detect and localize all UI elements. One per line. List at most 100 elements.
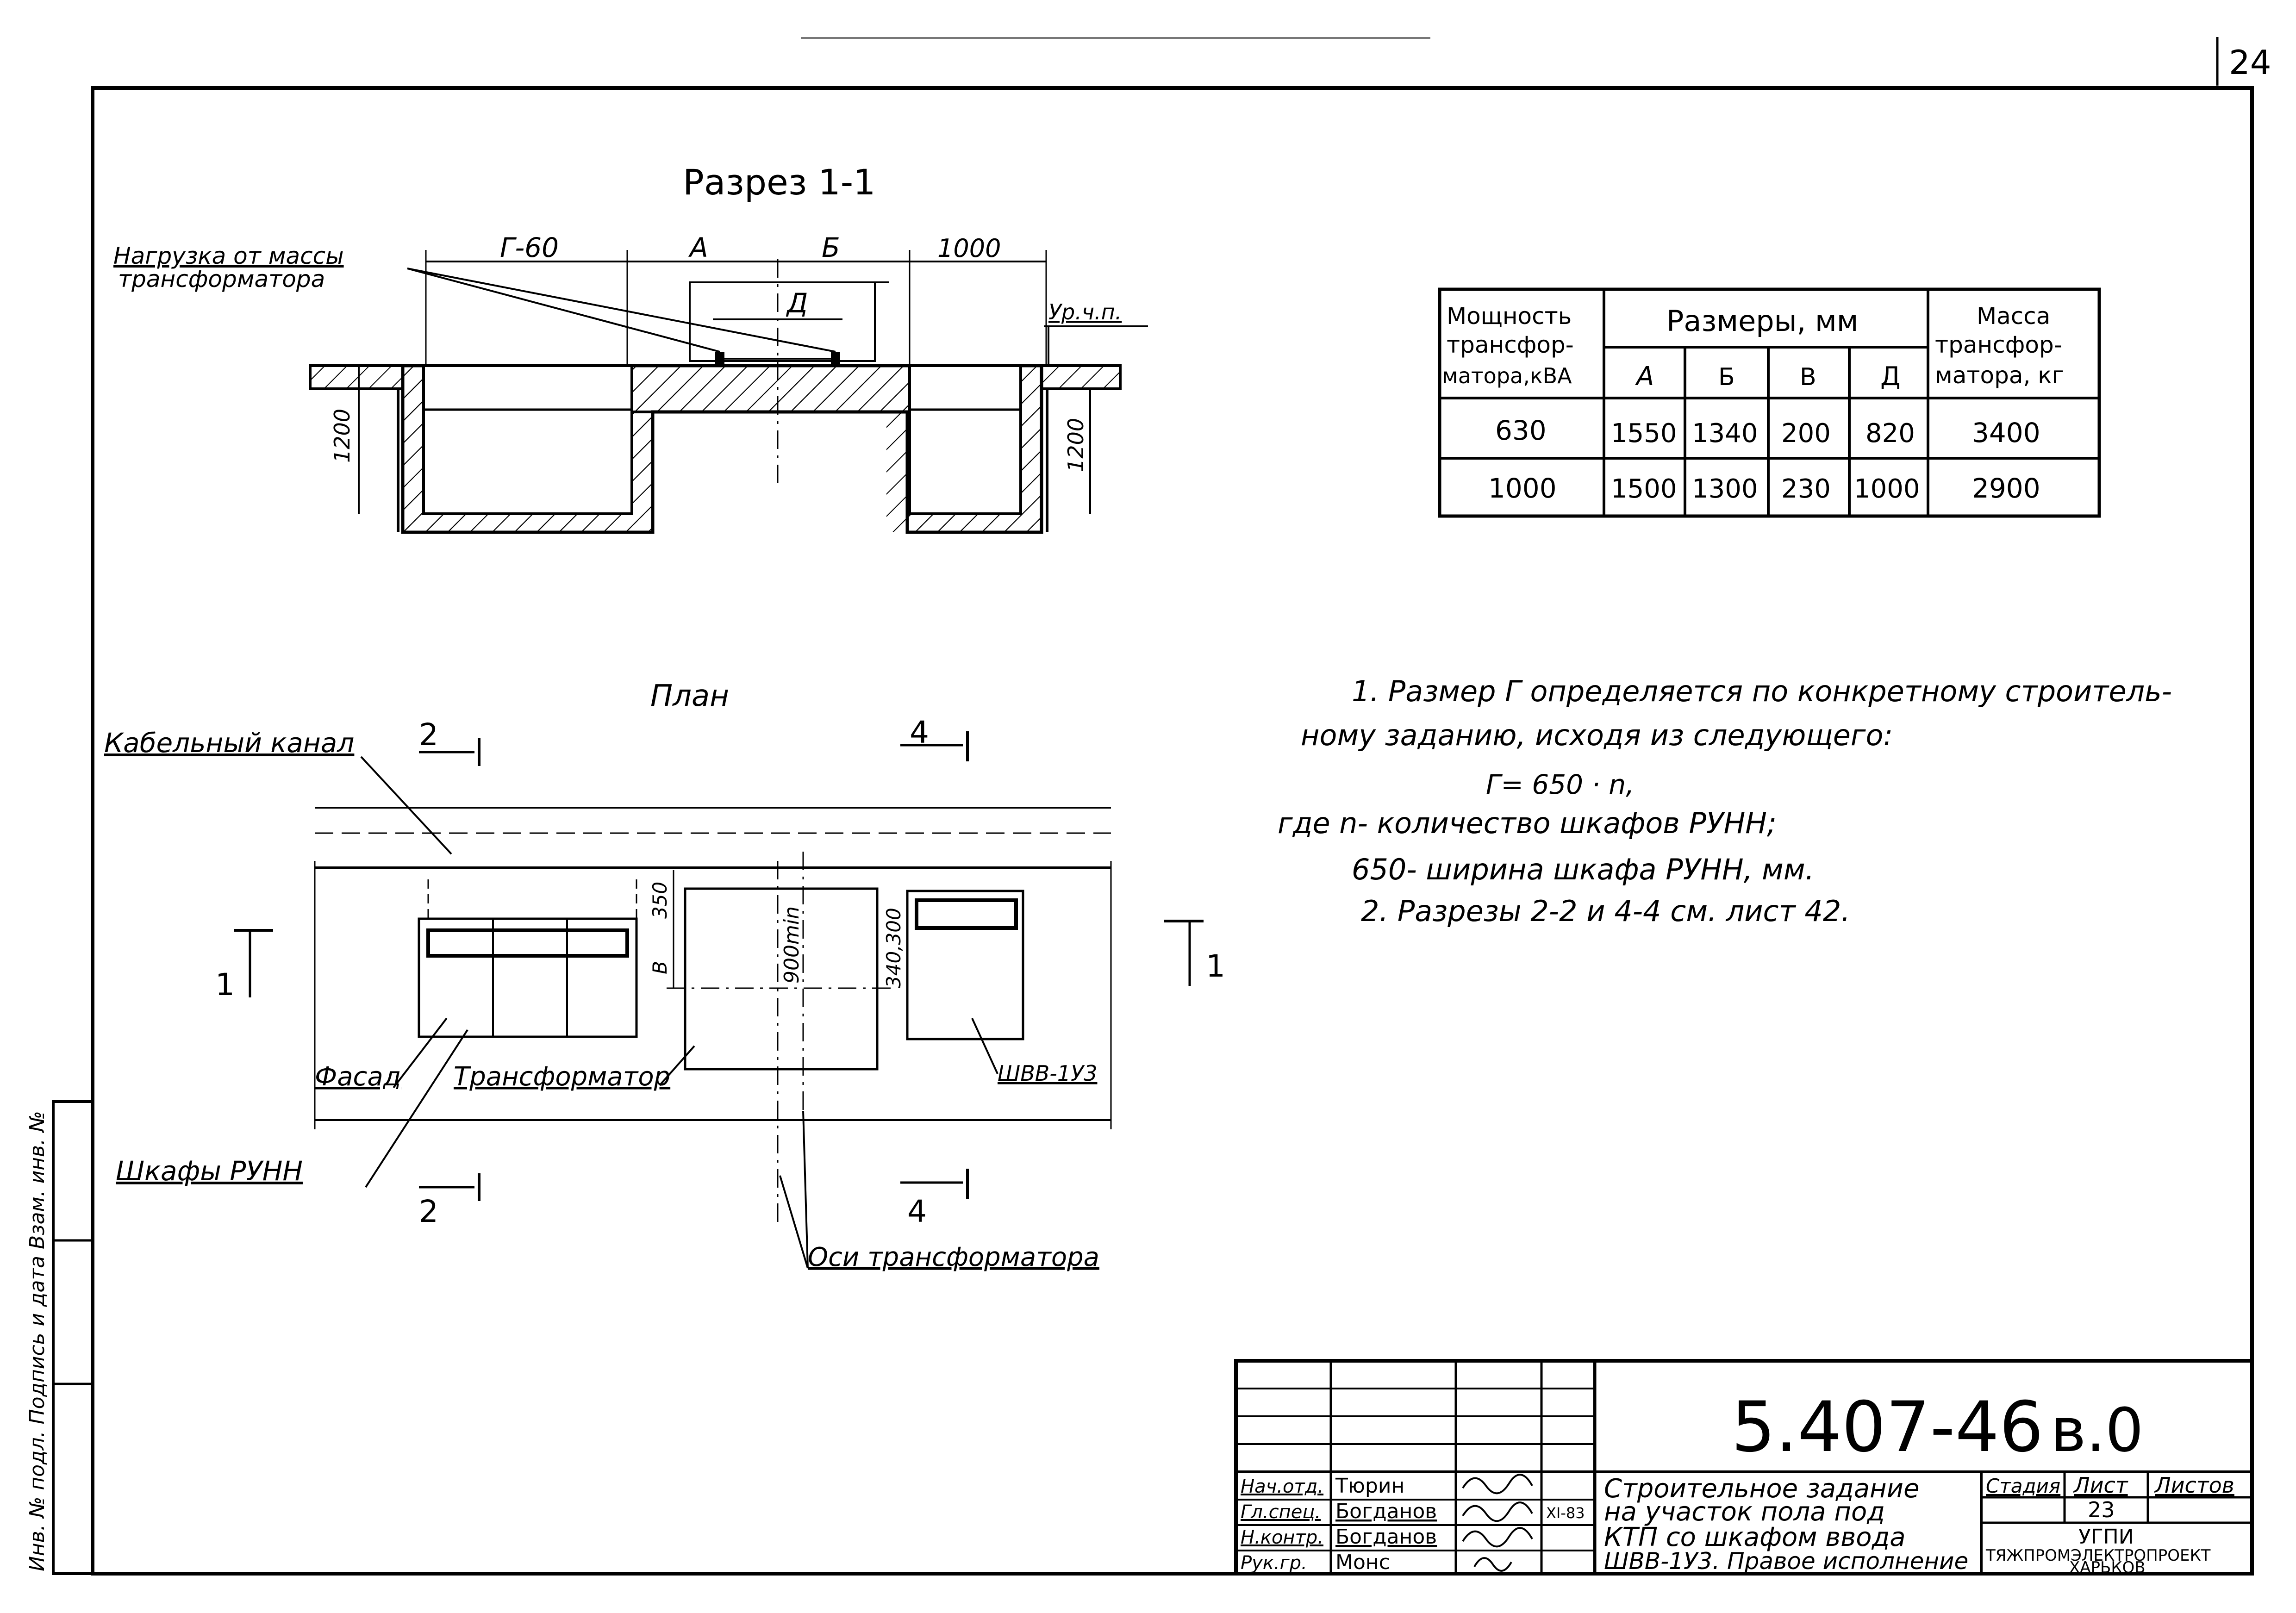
desc-line3: КТП со шкафом ввода [1604, 1522, 1906, 1552]
staff-name-2: Богданов [1335, 1500, 1437, 1523]
note-formula: Г= 650 · n, [1486, 769, 1635, 800]
desc-line2: на участок пола под [1604, 1497, 1885, 1527]
dim-1200-right: 1200 [1063, 418, 1088, 472]
staff-name-3: Богданов [1335, 1525, 1437, 1549]
dim-a: А [688, 232, 708, 263]
row2-d: 1000 [1854, 474, 1920, 504]
transformer-plan [684, 887, 879, 1071]
desc-line1: Строительное задание [1604, 1474, 1920, 1504]
dim-d: Д [786, 287, 808, 319]
signature-4 [1473, 1557, 1512, 1572]
right-ground [1040, 364, 1122, 390]
shvv-cabinet [906, 890, 1024, 1040]
col-d: Д [1880, 361, 1901, 392]
dim-b: Б [822, 232, 840, 263]
row2-v: 230 [1781, 474, 1831, 504]
sheet-value: 23 [2088, 1497, 2115, 1522]
cable-channel-label: Кабельный канал [104, 727, 354, 759]
section-title: Разрез 1-1 [683, 162, 876, 203]
row2-power: 1000 [1488, 473, 1557, 504]
dim-1200-left: 1200 [330, 409, 355, 463]
transformer-label: Трансформатор [454, 1062, 670, 1092]
col-v: В [1800, 363, 1816, 391]
left-ground [309, 364, 404, 390]
plan-title: План [650, 679, 729, 713]
signature-3 [1462, 1527, 1533, 1548]
note-line1a: 1. Размер Г определяется по конкретному … [1352, 674, 2172, 708]
note-where: где n- количество шкафов РУНН; [1278, 806, 1777, 840]
header-power-3: матора,кВА [1442, 363, 1572, 388]
cut2-bottom: 2 [419, 1194, 438, 1229]
load-label-line1: Нагрузка от массы [113, 243, 344, 269]
header-dims: Размеры, мм [1666, 304, 1859, 338]
dim-v: В [649, 961, 671, 974]
dim-350: 350 [649, 882, 671, 919]
desc-line4: ШВВ-1У3. Правое исполнение [1604, 1548, 1968, 1575]
org-line1: УГПИ [2078, 1525, 2134, 1549]
dim-900min: 900min [780, 906, 804, 984]
cabinets-runn-label: Шкафы РУНН [116, 1155, 303, 1187]
note-width: 650- ширина шкафа РУНН, мм. [1352, 853, 1814, 886]
middle-slab [630, 364, 911, 413]
note-line1b: ному заданию, исходя из следующего: [1301, 718, 1893, 752]
axes-label: Оси трансформатора [808, 1242, 1099, 1272]
header-mass-3: матора, кг [1935, 362, 2064, 389]
doc-code: 5.407-46 [1731, 1387, 2043, 1468]
row1-a: 1550 [1611, 418, 1677, 448]
cut1-left: 1 [215, 967, 235, 1003]
row1-v: 200 [1781, 418, 1831, 448]
header-power-1: Мощность [1447, 303, 1572, 330]
cut4-bottom: 4 [907, 1194, 927, 1229]
doc-issue: в.0 [2051, 1395, 2144, 1465]
signature-2 [1462, 1501, 1533, 1522]
org-line2: ТЯЖПРОМЭЛЕКТРОПРОЕКТ [1985, 1546, 2211, 1565]
right-pit [908, 364, 1022, 515]
table-row: 1000 1500 1300 230 1000 2900 [1488, 473, 2040, 504]
signature-1 [1462, 1474, 1533, 1495]
left-pit [422, 364, 633, 515]
header-mass-1: Масса [1977, 303, 2050, 330]
section-1-1: Разрез 1-1 Г-60 А [113, 162, 1148, 534]
header-power-2: трансфор- [1447, 331, 1574, 358]
row2-b: 1300 [1692, 474, 1758, 504]
dim-1000: 1000 [937, 234, 1001, 263]
header-mass-2: трансфор- [1935, 331, 2062, 358]
dimensions-table: Мощность трансфор- матора,кВА Размеры, м… [1438, 287, 2101, 518]
col-b: Б [1718, 363, 1735, 391]
cut2-top: 2 [419, 717, 438, 753]
sheet-label: Лист [2073, 1473, 2128, 1498]
row2-a: 1500 [1611, 474, 1677, 504]
row1-mass: 3400 [1972, 417, 2040, 448]
sheets-label: Листов [2154, 1473, 2234, 1498]
sheet-number-box: 24 [2216, 37, 2271, 86]
cut1-right: 1 [1206, 948, 1225, 984]
title-block: 5.407-46 в.0 Строительное задание на уча… [1234, 1359, 2254, 1577]
staff-role-4: Рук.гр. [1241, 1552, 1307, 1574]
row1-b: 1340 [1692, 418, 1758, 448]
transformer-section [689, 281, 876, 362]
notes: 1. Размер Г определяется по конкретному … [1278, 674, 2172, 928]
plan-view: План Кабельный канал 900min 350 В 340,30… [104, 679, 1225, 1272]
row2-mass: 2900 [1972, 473, 2040, 504]
staff-role-1: Нач.отд. [1241, 1476, 1323, 1497]
load-label-line2: трансформатора [118, 266, 325, 293]
staff-role-2: Гл.спец. [1241, 1501, 1321, 1523]
staff-name-4: Монс [1335, 1551, 1390, 1574]
staff-name-1: Тюрин [1335, 1474, 1404, 1498]
runn-cabinets [418, 917, 638, 1038]
dim-g60: Г-60 [500, 232, 559, 263]
staff-role-3: Н.контр. [1241, 1527, 1323, 1548]
table-row: 630 1550 1340 200 820 3400 [1495, 415, 2040, 448]
floor-level-label: Ур.ч.п. [1048, 299, 1122, 324]
note-line2: 2. Разрезы 2-2 и 4-4 см. лист 42. [1361, 894, 1850, 928]
dim-340-300: 340,300 [882, 908, 905, 988]
side-stamp-text: Инв. № подл. Подпись и дата Взам. инв. № [25, 1111, 49, 1571]
facade-label: Фасад [315, 1062, 401, 1092]
org-line3: ХАРЬКОВ [2069, 1558, 2146, 1577]
col-a: А [1635, 361, 1654, 392]
sign-date: XI-83 [1546, 1504, 1585, 1522]
sheet-number: 24 [2229, 43, 2271, 82]
drawing-frame [91, 86, 2254, 1576]
cabinet-label: ШВВ-1У3 [998, 1061, 1097, 1086]
